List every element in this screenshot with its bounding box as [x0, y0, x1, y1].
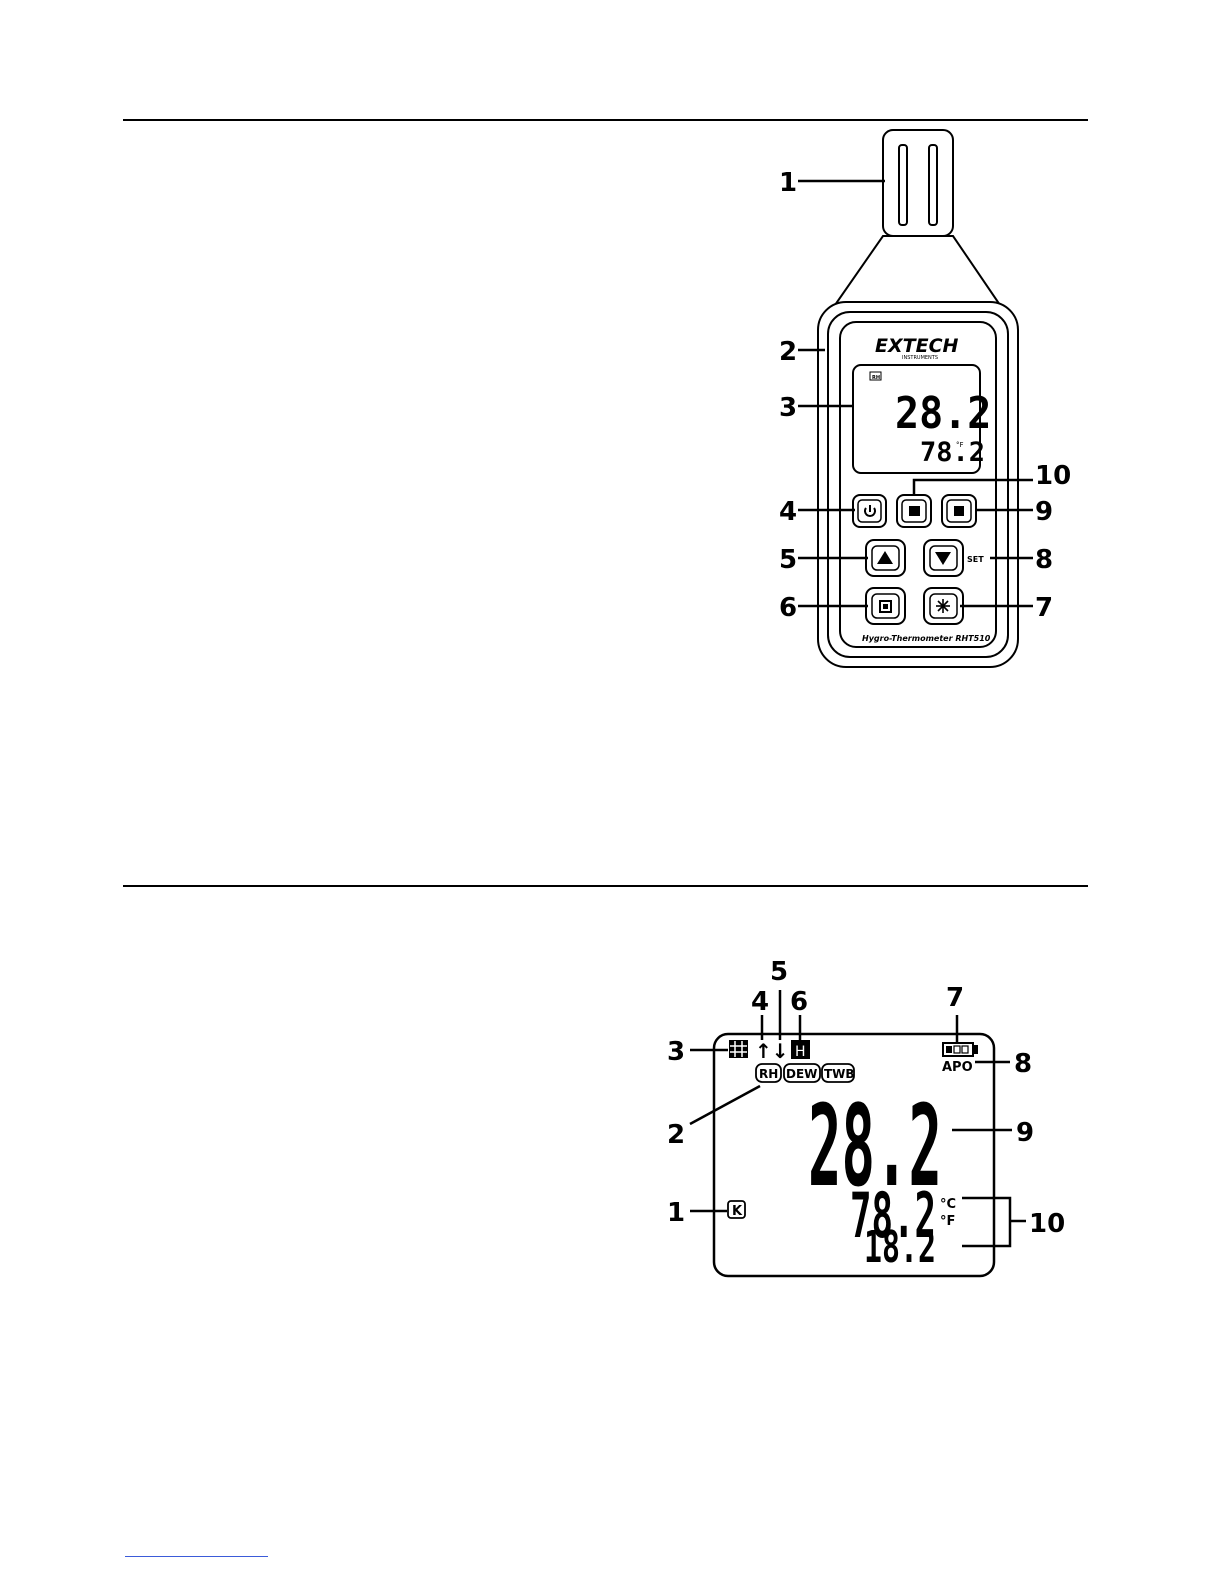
lcd-callout-7: 7 [946, 983, 964, 1013]
lcd-diagram: ↑↓ H APO RH DEW TWB 28.2 78.2 18.2 °C °F… [0, 940, 1224, 1360]
grid-pattern-icon [729, 1040, 748, 1058]
set-label: SET [967, 555, 984, 564]
hold-indicator-label: H [795, 1044, 806, 1060]
meter-callout-8: 8 [1035, 545, 1053, 575]
meter-diagram: EXTECH INSTRUMENTS RH 28.2 78.2 °F SET [0, 0, 1224, 720]
unit-button[interactable] [897, 495, 931, 527]
meter-callout-6: 6 [779, 593, 797, 623]
lcd-callout-2: 2 [667, 1120, 685, 1150]
brand-logo: EXTECH [875, 335, 959, 357]
lcd-callout-6: 6 [790, 987, 808, 1017]
up-button[interactable] [866, 540, 905, 576]
lcd-callout-8: 8 [1014, 1049, 1032, 1079]
footer-link-underline [125, 1556, 268, 1557]
lcd-callout-5: 5 [770, 957, 788, 987]
meter-callout-10: 10 [1035, 461, 1071, 491]
lcd-callout-10: 10 [1029, 1209, 1065, 1239]
unit-fahrenheit: °F [940, 1214, 955, 1229]
tag-rh: RH [759, 1067, 778, 1081]
unit-celsius: °C [940, 1197, 956, 1212]
model-label: Hygro-Thermometer RHT510 [862, 634, 991, 643]
brand-sub: INSTRUMENTS [902, 355, 938, 361]
tag-twb: TWB [824, 1067, 855, 1081]
tag-dew: DEW [786, 1067, 817, 1081]
hold-button[interactable] [942, 495, 976, 527]
meter-callout-3: 3 [779, 393, 797, 423]
display-sub-reading: 78.2 [920, 437, 985, 468]
backlight-button[interactable] [924, 588, 963, 624]
lcd-callout-9: 9 [1016, 1118, 1034, 1148]
middle-section-rule [123, 885, 1088, 887]
display-main-reading: 28.2 [895, 387, 991, 438]
down-set-button[interactable] [924, 540, 963, 576]
meter-callout-9: 9 [1035, 497, 1053, 527]
lcd-callout-1: 1 [667, 1198, 685, 1228]
lcd-callout-3: 3 [667, 1037, 685, 1067]
meter-callout-2: 2 [779, 337, 797, 367]
lcd-callout-4: 4 [751, 987, 769, 1017]
unit-icon [909, 506, 920, 516]
meter-callout-5: 5 [779, 545, 797, 575]
power-button[interactable] [853, 495, 886, 527]
display-rh-label: RH [872, 375, 880, 381]
probe [835, 130, 1000, 305]
k-icon-label: K [732, 1204, 743, 1219]
display-sub-unit: °F [956, 441, 964, 449]
apo-indicator: APO [942, 1060, 973, 1075]
max-min-arrows: ↑↓ [755, 1039, 789, 1063]
meter-callout-4: 4 [779, 497, 797, 527]
meter-callout-1: 1 [779, 168, 797, 198]
backlight-icon [936, 599, 950, 613]
meter-callout-7: 7 [1035, 593, 1053, 623]
mode-button[interactable] [866, 588, 905, 624]
hold-icon [954, 506, 964, 516]
lcd-sub-reading-2: 18.2 [864, 1222, 936, 1273]
